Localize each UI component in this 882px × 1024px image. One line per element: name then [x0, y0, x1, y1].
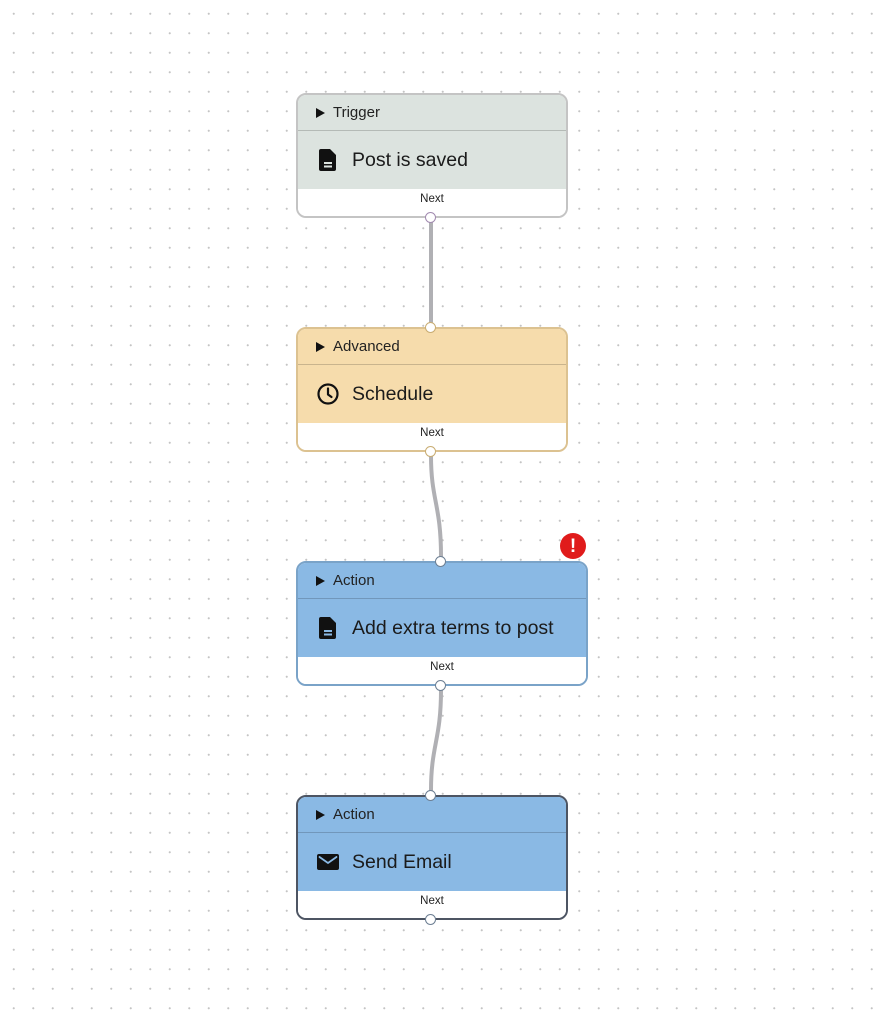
document-icon	[316, 616, 340, 640]
clock-icon	[316, 382, 340, 406]
node-footer-next-label: Next	[298, 423, 566, 450]
node-title: Send Email	[352, 850, 452, 873]
edge-schedule-to-add-terms[interactable]	[429, 454, 443, 558]
document-icon	[316, 148, 340, 172]
output-handle[interactable]	[425, 914, 436, 925]
node-category-label: Advanced	[333, 338, 400, 355]
node-header[interactable]: Action	[298, 797, 566, 833]
node-category-label: Action	[333, 806, 375, 823]
node-body[interactable]: Schedule	[298, 365, 566, 423]
caret-right-icon[interactable]	[316, 809, 325, 820]
caret-right-icon[interactable]	[316, 575, 325, 586]
edge-add-terms-to-send-email[interactable]	[429, 688, 443, 792]
node-footer-next-label: Next	[298, 891, 566, 918]
node-action-send-email[interactable]: Action Send Email Next	[296, 790, 568, 925]
node-category-label: Action	[333, 572, 375, 589]
node-body[interactable]: Add extra terms to post	[298, 599, 586, 657]
input-handle[interactable]	[425, 322, 436, 333]
input-handle[interactable]	[425, 790, 436, 801]
node-header[interactable]: Action	[298, 563, 586, 599]
node-header[interactable]: Trigger	[298, 95, 566, 131]
node-title: Post is saved	[352, 148, 468, 171]
node-title: Schedule	[352, 382, 434, 405]
error-badge[interactable]: !	[560, 533, 586, 559]
output-handle[interactable]	[425, 446, 436, 457]
caret-right-icon[interactable]	[316, 107, 325, 118]
node-title: Add extra terms to post	[352, 616, 554, 639]
node-body[interactable]: Post is saved	[298, 131, 566, 189]
node-trigger-post-is-saved[interactable]: Trigger Post is saved Next	[296, 93, 568, 223]
input-handle[interactable]	[435, 556, 446, 567]
caret-right-icon[interactable]	[316, 341, 325, 352]
node-header[interactable]: Advanced	[298, 329, 566, 365]
output-handle[interactable]	[425, 212, 436, 223]
node-action-add-extra-terms[interactable]: Action Add extra terms to post Next !	[296, 533, 588, 691]
error-exclamation-icon: !	[569, 535, 577, 557]
node-footer-next-label: Next	[298, 189, 566, 216]
node-category-label: Trigger	[333, 104, 380, 121]
node-body[interactable]: Send Email	[298, 833, 566, 891]
node-footer-next-label: Next	[298, 657, 586, 684]
envelope-icon	[316, 850, 340, 874]
node-advanced-schedule[interactable]: Advanced Schedule Next	[296, 322, 568, 457]
output-handle[interactable]	[435, 680, 446, 691]
